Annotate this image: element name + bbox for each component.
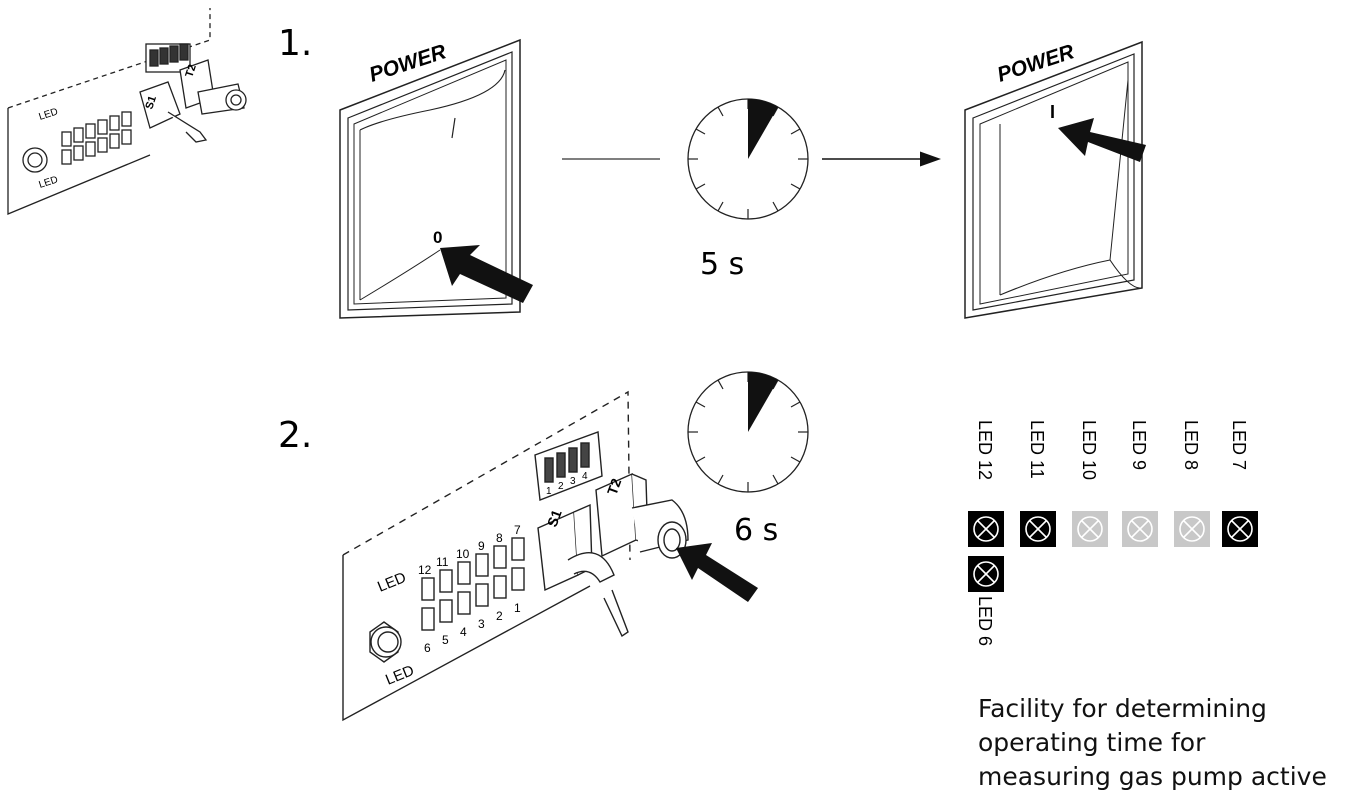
stopwatch-icon bbox=[687, 98, 809, 220]
led-num-5: 5 bbox=[442, 633, 449, 647]
stopwatch-icon bbox=[687, 371, 809, 493]
timer-1-label: 5 s bbox=[700, 247, 744, 282]
led-num-12: 12 bbox=[418, 563, 432, 577]
led-row-numbers: 12 11 10 9 8 7 6 5 4 3 2 1 bbox=[418, 523, 521, 655]
caption-line-3: measuring gas pump active bbox=[978, 762, 1327, 791]
caption-line-2: operating time for bbox=[978, 728, 1206, 757]
led-num-1: 1 bbox=[514, 601, 521, 615]
control-panel bbox=[342, 390, 689, 722]
led-num-9: 9 bbox=[478, 539, 485, 553]
led-status-label: LED 12 bbox=[975, 420, 995, 480]
caption-line-1: Facility for determining bbox=[978, 694, 1267, 723]
led-icon bbox=[1122, 511, 1158, 547]
led-grid bbox=[421, 537, 525, 631]
thumb-s1-label: S1 bbox=[143, 94, 159, 111]
led-status-label: LED 9 bbox=[1129, 420, 1149, 470]
t2-label: T2 bbox=[604, 476, 625, 497]
off-mark: 0 bbox=[433, 228, 442, 247]
pointer-arrow-icon bbox=[676, 543, 758, 602]
panel-led-label: LED bbox=[375, 569, 409, 596]
led-num-6: 6 bbox=[424, 641, 431, 655]
led-status-label: LED 8 bbox=[1181, 420, 1201, 470]
led-num-8: 8 bbox=[496, 531, 503, 545]
led-icon bbox=[1072, 511, 1108, 547]
dip-num-4: 4 bbox=[582, 471, 588, 482]
dip-num-1: 1 bbox=[546, 486, 552, 497]
led-num-11: 11 bbox=[436, 555, 449, 569]
led-num-2: 2 bbox=[496, 609, 503, 623]
step-1-number: 1. bbox=[278, 23, 312, 64]
dip-switch bbox=[534, 431, 603, 501]
power-switch-on bbox=[964, 40, 1143, 319]
led-icon bbox=[1020, 511, 1056, 547]
dip-numbers: 1 2 3 4 bbox=[546, 471, 588, 497]
led-icon bbox=[968, 511, 1004, 547]
led-status-legend: LED 12 LED 11 LED 10 LED 9 LED 8 LED 7 LED 6 bbox=[968, 420, 1258, 646]
pointer-arrow-icon bbox=[1058, 118, 1146, 162]
toggle-switch-icon bbox=[537, 503, 629, 638]
led-num-10: 10 bbox=[456, 547, 470, 561]
pointer-arrow-icon bbox=[440, 245, 533, 303]
led-num-7: 7 bbox=[514, 523, 521, 537]
dip-num-3: 3 bbox=[570, 476, 576, 487]
thumb-led-rows bbox=[61, 111, 132, 165]
t2-switch bbox=[595, 472, 689, 559]
led-status-label: LED 6 bbox=[975, 596, 995, 646]
on-mark: I bbox=[1050, 102, 1055, 122]
led-status-label: LED 11 bbox=[1027, 420, 1047, 479]
thumb-t2-label: T2 bbox=[183, 63, 198, 79]
led-status-label: LED 10 bbox=[1079, 420, 1099, 480]
timer-2-label: 6 s bbox=[734, 513, 778, 548]
panel-thumbnail bbox=[7, 8, 247, 215]
s1-label: S1 bbox=[544, 507, 565, 529]
led-icon bbox=[1174, 511, 1210, 547]
led-icon bbox=[968, 556, 1004, 592]
led-num-4: 4 bbox=[460, 625, 467, 639]
led-num-3: 3 bbox=[478, 617, 485, 631]
dip-num-2: 2 bbox=[558, 481, 564, 492]
thumb-led-label-lower: LED bbox=[38, 174, 60, 190]
thumb-led-label: LED bbox=[38, 106, 60, 122]
caption: Facility for determining operating time … bbox=[978, 692, 1370, 794]
led-icon bbox=[1222, 511, 1258, 547]
step-2-number: 2. bbox=[278, 415, 312, 456]
led-status-label: LED 7 bbox=[1229, 420, 1249, 470]
panel-led-label-lower: LED bbox=[383, 662, 417, 689]
push-button-icon bbox=[369, 621, 402, 663]
